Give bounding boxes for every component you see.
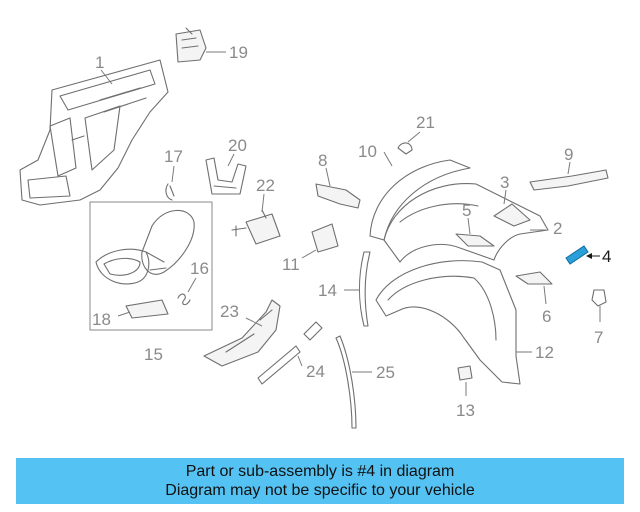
banner-line-2: Diagram may not be specific to your vehi… — [165, 482, 475, 499]
part-1-quarter-panel — [19, 59, 169, 206]
part-2-wheelhouse — [383, 183, 549, 263]
part-16-spring — [177, 293, 191, 306]
part-25-trim — [335, 335, 357, 429]
callout-3: 3 — [500, 173, 509, 192]
info-banner: Part or sub-assembly is #4 in diagram Di… — [16, 458, 624, 504]
part-15-group-box — [89, 201, 213, 331]
part-18-cover — [125, 299, 169, 319]
part-3-bracket — [493, 203, 531, 227]
callout-21: 21 — [416, 113, 435, 132]
part-7-clip — [591, 289, 607, 307]
callout-22: 22 — [256, 176, 275, 195]
callout-9: 9 — [564, 145, 573, 164]
callout-4: 4 — [602, 247, 611, 266]
callout-10: 10 — [358, 142, 377, 161]
part-13-clip — [457, 365, 473, 381]
callout-1: 1 — [95, 53, 104, 72]
callout-23: 23 — [220, 302, 239, 321]
part-17-clip — [165, 183, 175, 201]
callout-18: 18 — [92, 310, 111, 329]
callout-24: 24 — [306, 362, 325, 381]
part-10-arch-molding — [369, 159, 471, 241]
part-9-bracket — [529, 169, 609, 191]
part-23-shield — [203, 299, 281, 367]
callout-7: 7 — [594, 328, 603, 347]
callout-6: 6 — [542, 307, 551, 326]
part-19-bracket — [175, 27, 207, 63]
callout-17: 17 — [164, 147, 183, 166]
callout-5: 5 — [462, 201, 471, 220]
part-14-seal — [359, 251, 371, 327]
callout-11: 11 — [282, 255, 300, 274]
callout-8: 8 — [318, 151, 327, 170]
part-24-retainer — [257, 321, 323, 385]
callout-12: 12 — [535, 343, 554, 362]
part-15-fuel-door — [95, 209, 195, 285]
part-22-actuator — [231, 209, 281, 245]
callout-2: 2 — [553, 219, 562, 238]
part-4-highlighted — [565, 245, 589, 265]
part-12-wheel-liner — [375, 260, 521, 385]
part-20-bracket — [205, 157, 247, 195]
callout-15: 15 — [144, 345, 163, 364]
banner-line-1: Part or sub-assembly is #4 in diagram — [185, 463, 455, 480]
part-21-clip — [397, 142, 413, 155]
part-5-bracket — [455, 233, 495, 247]
callout-20: 20 — [228, 136, 247, 155]
part-11-bracket — [311, 223, 339, 253]
callout-14: 14 — [318, 281, 337, 300]
callout-13: 13 — [456, 401, 475, 420]
callout-25: 25 — [376, 363, 395, 382]
part-8-bracket — [315, 183, 361, 209]
callout-16: 16 — [190, 259, 209, 278]
part-6-bracket — [515, 271, 553, 285]
callout-19: 19 — [229, 43, 248, 62]
